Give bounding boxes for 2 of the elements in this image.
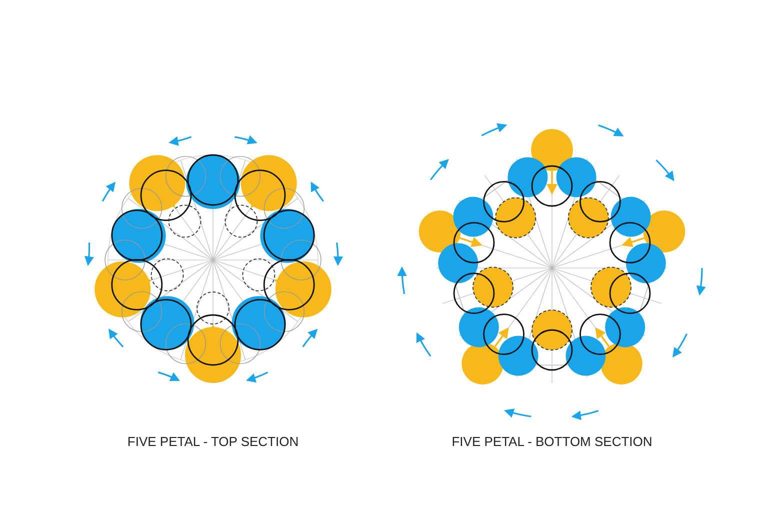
drawing-caption: FIVE PETAL - BOTTOM SECTION (452, 434, 652, 449)
drawing-caption: FIVE PETAL - TOP SECTION (127, 434, 299, 449)
